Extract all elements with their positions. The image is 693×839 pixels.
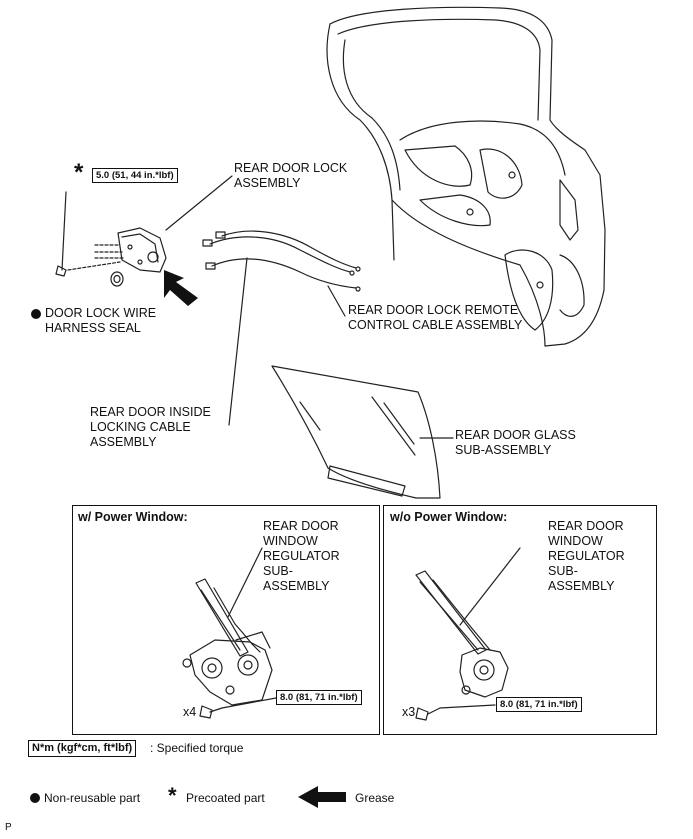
nonreusable-part-icon bbox=[31, 309, 41, 319]
label-regulator-power: REAR DOOR WINDOW REGULATOR SUB- ASSEMBLY bbox=[263, 519, 340, 593]
rear-door-glass bbox=[271, 365, 441, 499]
regulator-bolt-power bbox=[199, 705, 223, 719]
rear-door-lock-assembly bbox=[67, 227, 167, 273]
regulator-power-quantity: x4 bbox=[183, 705, 197, 719]
label-rear-door-glass: REAR DOOR GLASS SUB-ASSEMBLY bbox=[455, 428, 576, 457]
legend-nonreusable-text: Non-reusable part bbox=[44, 791, 141, 805]
label-door-lock-wire-harness-seal: DOOR LOCK WIRE HARNESS SEAL bbox=[45, 306, 157, 335]
legend-grease-arrow-icon bbox=[298, 786, 346, 808]
label-rear-door-lock-assembly: REAR DOOR LOCK ASSEMBLY bbox=[234, 161, 348, 190]
nonreusable-part-icon bbox=[30, 793, 40, 803]
regulator-bolt-manual bbox=[415, 707, 441, 721]
grease-arrow-icon bbox=[164, 270, 198, 306]
legend-torque-box: N*m (kgf*cm, ft*lbf) bbox=[28, 740, 137, 757]
legend-torque-text: : Specified torque bbox=[150, 741, 244, 755]
label-remote-control-cable: REAR DOOR LOCK REMOTE CONTROL CABLE ASSE… bbox=[348, 303, 523, 332]
precoated-part-icon: * bbox=[74, 159, 84, 186]
label-inside-locking-cable: REAR DOOR INSIDE LOCKING CABLE ASSEMBLY bbox=[90, 405, 211, 449]
power-window-panel bbox=[72, 505, 380, 735]
manual-window-regulator bbox=[415, 570, 509, 698]
manual-window-title: w/o Power Window: bbox=[390, 510, 508, 524]
regulator-manual-quantity: x3 bbox=[402, 705, 416, 719]
lock-screw-torque: 5.0 (51, 44 in.*lbf) bbox=[92, 168, 178, 183]
legend-precoated-icon: * bbox=[168, 783, 177, 808]
legend-precoated-text: Precoated part bbox=[186, 791, 265, 805]
rear-door-frame bbox=[326, 6, 606, 347]
legend-grease-text: Grease bbox=[355, 791, 395, 805]
footer-code: P bbox=[5, 822, 12, 833]
manual-window-panel bbox=[383, 505, 657, 735]
power-window-regulator bbox=[182, 578, 273, 706]
lock-screw bbox=[55, 191, 67, 277]
label-regulator-manual: REAR DOOR WINDOW REGULATOR SUB- ASSEMBLY bbox=[548, 519, 625, 593]
lock-cables bbox=[202, 230, 361, 292]
door-lock-wire-harness-seal bbox=[110, 271, 124, 287]
regulator-power-torque: 8.0 (81, 71 in.*lbf) bbox=[276, 690, 362, 705]
regulator-manual-torque: 8.0 (81, 71 in.*lbf) bbox=[496, 697, 582, 712]
power-window-title: w/ Power Window: bbox=[78, 510, 188, 524]
